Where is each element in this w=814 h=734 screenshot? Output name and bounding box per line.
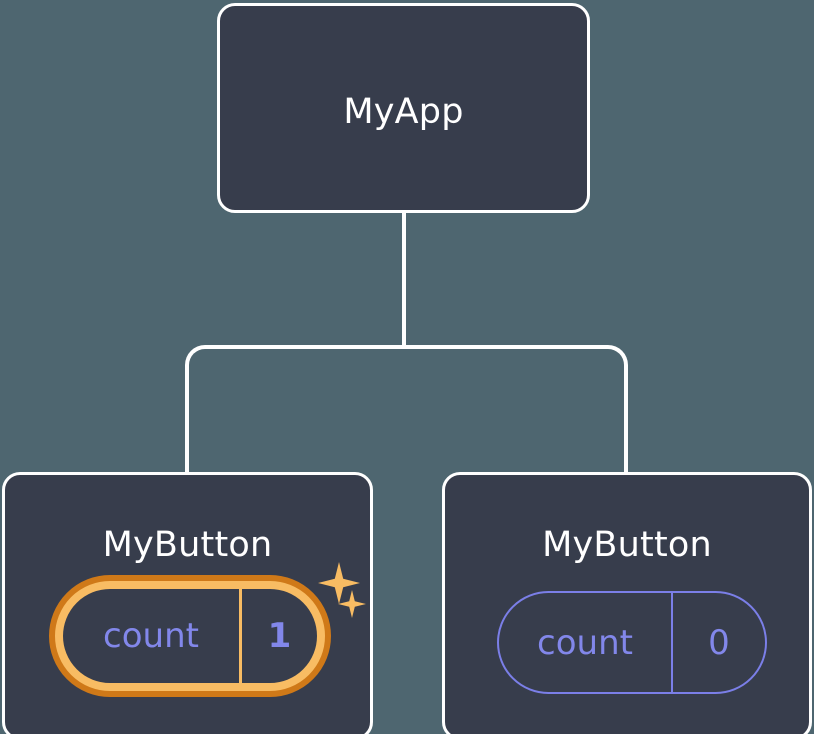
state-pill-inner-ring: count 1 bbox=[55, 581, 325, 691]
component-node-title: MyButton bbox=[102, 525, 273, 565]
component-node-title: MyButton bbox=[542, 525, 712, 565]
connector-branch-bar bbox=[185, 345, 628, 475]
component-node-myapp[interactable]: MyApp bbox=[217, 3, 590, 213]
state-pill-highlighted[interactable]: count 1 bbox=[49, 575, 331, 697]
connector-root-to-branch bbox=[402, 210, 406, 347]
state-value-label: 0 bbox=[708, 622, 730, 663]
state-value-label: 1 bbox=[267, 616, 292, 656]
component-node-mybutton-right[interactable]: MyButton count 0 bbox=[442, 472, 812, 734]
state-key-label: count bbox=[63, 589, 242, 683]
component-node-mybutton-left[interactable]: MyButton count 1 bbox=[2, 472, 373, 734]
state-pill-plain[interactable]: count 0 bbox=[497, 591, 767, 694]
state-pill-outer-ring bbox=[49, 575, 331, 697]
component-node-title: MyApp bbox=[343, 92, 464, 132]
state-key-label: count bbox=[499, 593, 673, 692]
